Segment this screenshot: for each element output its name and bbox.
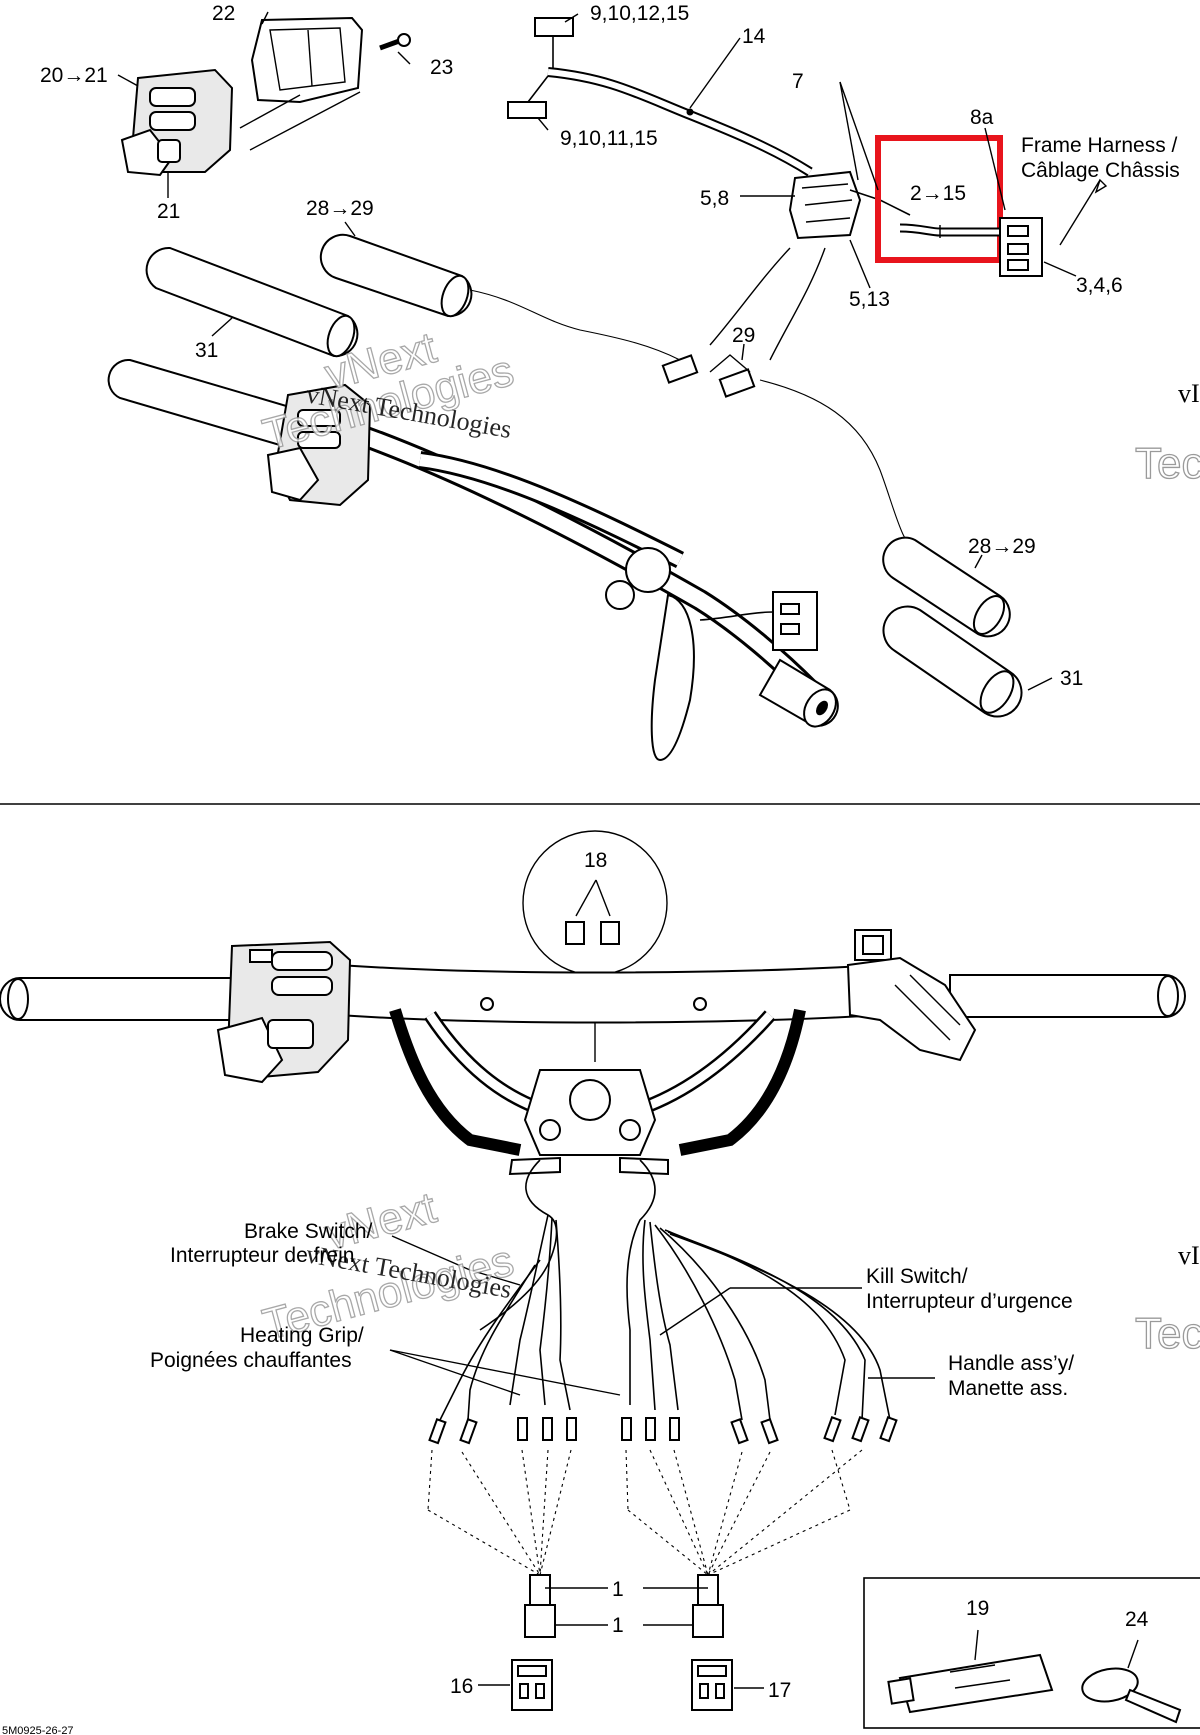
heating-grip-label-1: Heating Grip/ [240,1324,364,1347]
main-connector[interactable] [788,170,911,240]
handle-assy-label-2: Manette ass. [948,1377,1068,1400]
handlebar-assembly-lower[interactable] [0,929,1186,1176]
callout-21: 21 [157,200,180,223]
callout-28-29-left: 28→29 [306,197,374,220]
connector-17[interactable] [691,1659,733,1711]
svg-text:Tec: Tec [1135,439,1200,488]
fuse-holder-right[interactable] [692,1574,724,1638]
callout-9-10-12-15: 9,10,12,15 [590,2,689,25]
bullet-connectors[interactable] [428,1416,898,1445]
screw[interactable] [379,33,411,51]
callout-29: 29 [732,324,755,347]
frame-connector[interactable] [999,217,1043,277]
cable-tie[interactable] [1080,1639,1182,1724]
connector-16[interactable] [511,1659,553,1711]
heating-grip-label-2: Poignées chauffantes [150,1349,352,1372]
detail-circle-18[interactable] [522,830,668,1062]
wiring-harness[interactable] [507,17,813,177]
brake-switch-label-1: Brake Switch/ [244,1220,373,1243]
callout-9-10-11-15: 9,10,11,15 [560,127,658,150]
watermark-edge: vI Tec vI Tec [1134,379,1200,1359]
adhesive-tube[interactable] [887,1629,1054,1714]
grip-connectors[interactable] [661,354,756,398]
handle-assy-label-1: Handle ass’y/ [948,1352,1074,1375]
callout-5-13: 5,13 [849,288,890,311]
dashed-connections [427,1449,863,1576]
callout-28-29-right: 28→29 [968,535,1036,558]
grip-31-right[interactable] [882,605,1023,719]
heated-grip-right[interactable] [882,536,1011,639]
callout-5-8: 5,8 [700,187,729,210]
drawing-number: 5M0925-26-27 [2,1725,74,1735]
callout-19: 19 [966,1597,989,1620]
svg-text:vI: vI [1178,379,1200,408]
callout-31-left: 31 [195,339,218,362]
left-switch-housing[interactable] [120,68,234,177]
callout-16: 16 [450,1675,473,1698]
svg-text:Tec: Tec [1135,1309,1200,1358]
brake-switch-label-2: Interrupteur de frein [170,1244,354,1267]
callout-24: 24 [1125,1608,1149,1631]
callout-3-4-6: 3,4,6 [1076,274,1123,297]
lower-wiring[interactable] [439,1159,891,1421]
switch-cover[interactable] [250,16,364,104]
grip-31-left[interactable] [145,246,360,360]
frame-harness-label-2: Câblage Châssis [1021,159,1180,182]
kill-switch-label-1: Kill Switch/ [866,1265,968,1288]
handlebar-assembly-upper[interactable] [107,358,843,762]
fuse-holder-left[interactable] [524,1574,556,1638]
callout-22: 22 [212,2,235,25]
frame-harness-label-1: Frame Harness / [1021,134,1178,157]
callout-18: 18 [584,849,607,872]
callout-14: 14 [742,25,766,48]
callout-23: 23 [430,56,453,79]
callout-1-top: 1 [612,1578,624,1601]
highlight-box [875,135,1003,263]
callout-20-21: 20→21 [40,64,108,87]
callout-17: 17 [768,1679,791,1702]
callout-31-right: 31 [1060,667,1083,690]
svg-text:vI: vI [1178,1241,1200,1270]
callout-7: 7 [792,70,804,93]
heated-grip-left[interactable] [319,233,681,361]
callout-1-bottom: 1 [612,1614,624,1637]
callout-2-15: 2→15 [910,182,966,205]
kill-switch-label-2: Interrupteur d’urgence [866,1290,1073,1313]
callout-8a: 8a [970,106,994,129]
